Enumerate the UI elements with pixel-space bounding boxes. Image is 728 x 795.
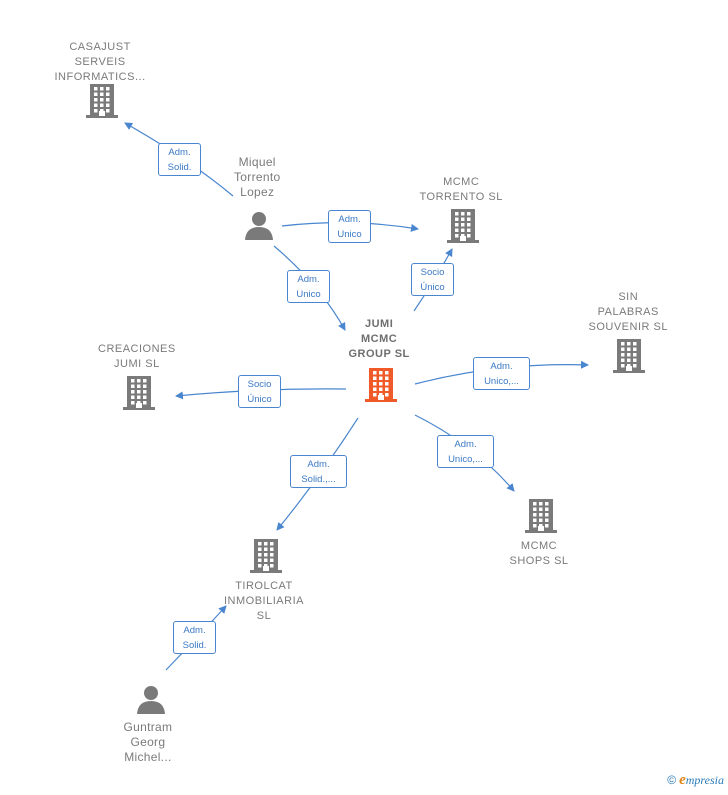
node-label-line: INMOBILIARIA bbox=[224, 595, 304, 607]
relation-label-line: Unico bbox=[296, 289, 321, 300]
node-label-line: TIROLCAT bbox=[235, 580, 293, 592]
building-icon[interactable] bbox=[525, 499, 557, 538]
node-label-line: Michel... bbox=[124, 750, 172, 764]
building-icon[interactable] bbox=[447, 209, 479, 248]
building-icon[interactable] bbox=[123, 376, 155, 415]
node-label-line: SOUVENIR SL bbox=[588, 321, 668, 333]
relation-label-line: Adm. bbox=[338, 214, 361, 225]
node-label-casajust[interactable]: CASAJUST SERVEIS INFORMATICS... bbox=[55, 40, 146, 85]
node-label-line: SL bbox=[256, 610, 272, 622]
node-label-line: SERVEIS bbox=[74, 56, 126, 68]
relation-label-line: Adm. bbox=[454, 439, 477, 450]
relation-label-line: Adm. bbox=[297, 274, 320, 285]
node-label-creaciones[interactable]: CREACIONES JUMI SL bbox=[98, 342, 176, 372]
node-label-line: INFORMATICS... bbox=[54, 71, 146, 83]
copyright-symbol: © bbox=[667, 773, 677, 787]
node-label-line: TORRENTO SL bbox=[419, 191, 503, 203]
node-label-mcmc-torrento[interactable]: MCMC TORRENTO SL bbox=[420, 175, 503, 205]
relation-label-line: Unico bbox=[337, 229, 362, 240]
relation-label-line: Adm. bbox=[307, 459, 330, 470]
node-label-line: Torrento bbox=[234, 170, 281, 184]
node-label-line: CREACIONES bbox=[98, 343, 176, 355]
brand-logo-initial: e bbox=[679, 772, 686, 788]
node-label-line: GROUP SL bbox=[348, 348, 410, 360]
node-label-line: SIN bbox=[618, 291, 639, 303]
relation-label[interactable]: Adm. Unico,... bbox=[473, 357, 530, 390]
node-label-line: JUMI bbox=[364, 318, 394, 330]
building-icon[interactable] bbox=[250, 539, 282, 578]
relation-label-line: Solid.,... bbox=[301, 474, 336, 485]
relation-label[interactable]: Adm. Unico bbox=[287, 270, 330, 303]
relation-label[interactable]: Adm. Unico bbox=[328, 210, 371, 243]
relation-label-line: Adm. bbox=[490, 361, 513, 372]
node-label-line: Lopez bbox=[240, 185, 275, 199]
relation-label-line: Adm. bbox=[168, 147, 191, 158]
node-label-line: Guntram bbox=[123, 720, 173, 734]
node-label-line: Georg bbox=[130, 735, 166, 749]
node-label-line: PALABRAS bbox=[597, 306, 659, 318]
relation-label-line: Socio bbox=[420, 267, 445, 278]
relation-label-line: Solid. bbox=[182, 640, 207, 651]
relation-label-line: Unico,... bbox=[484, 376, 519, 387]
relation-label[interactable]: Adm. Solid. bbox=[158, 143, 201, 176]
node-label-line: MCMC bbox=[361, 333, 398, 345]
relation-label-line: Único bbox=[420, 282, 445, 293]
relation-label[interactable]: Adm. Solid.,... bbox=[290, 455, 347, 488]
relation-label-line: Único bbox=[247, 394, 272, 405]
node-label-tirolcat[interactable]: TIROLCAT INMOBILIARIA SL bbox=[224, 579, 304, 624]
relation-label[interactable]: Adm. Solid. bbox=[173, 621, 216, 654]
relation-label-line: Solid. bbox=[167, 162, 192, 173]
node-label-line: MCMC bbox=[443, 176, 480, 188]
node-label-mcmc-shops[interactable]: MCMC SHOPS SL bbox=[510, 539, 569, 569]
relation-label-line: Unico,... bbox=[448, 454, 483, 465]
person-icon[interactable] bbox=[244, 210, 274, 245]
node-label-line: CASAJUST bbox=[69, 41, 131, 53]
relation-label-line: Socio bbox=[247, 379, 272, 390]
node-label-line: JUMI SL bbox=[114, 358, 160, 370]
node-label-line: MCMC bbox=[520, 540, 558, 552]
person-icon[interactable] bbox=[136, 684, 166, 719]
node-label-jumi[interactable]: JUMI MCMC GROUP SL bbox=[349, 317, 410, 362]
building-icon[interactable] bbox=[613, 339, 645, 378]
relation-label[interactable]: Adm. Unico,... bbox=[437, 435, 494, 468]
node-label-line: Miquel bbox=[238, 155, 276, 169]
brand-logo-text: mpresia bbox=[685, 773, 724, 787]
node-label-line: SHOPS SL bbox=[509, 555, 569, 567]
relation-label-line: Adm. bbox=[183, 625, 206, 636]
footer-brand[interactable]: © empresia bbox=[667, 772, 724, 789]
node-label-sin-palabras[interactable]: SIN PALABRAS SOUVENIR SL bbox=[589, 290, 668, 335]
building-icon[interactable] bbox=[86, 84, 118, 123]
building-icon[interactable] bbox=[365, 368, 397, 407]
